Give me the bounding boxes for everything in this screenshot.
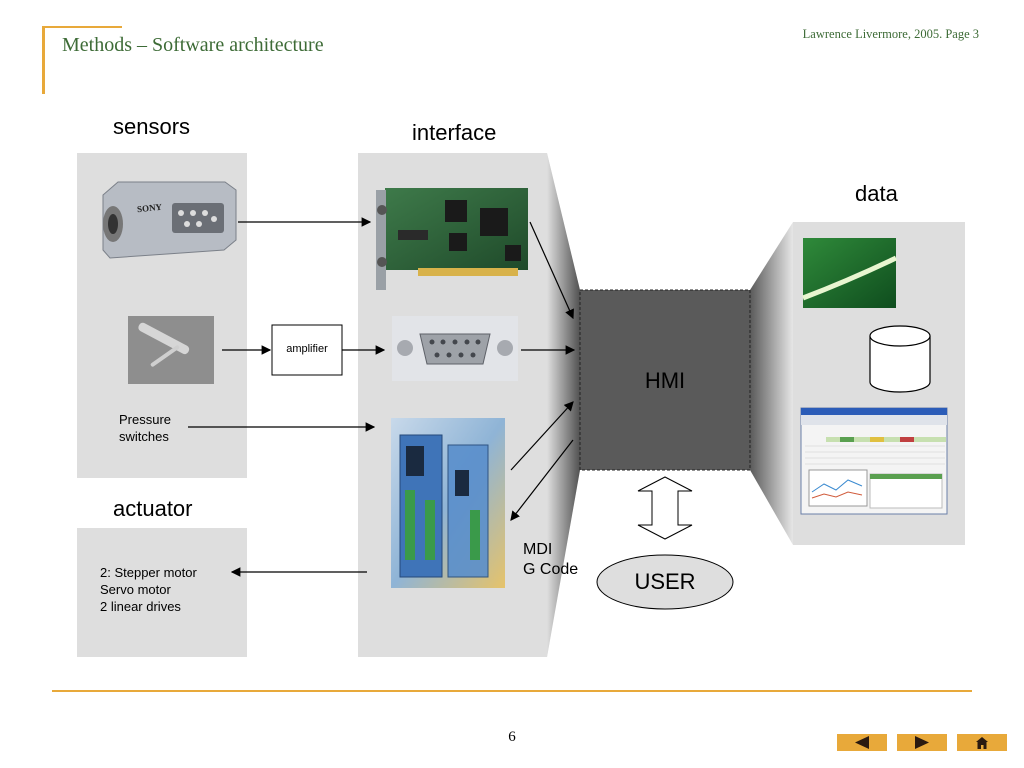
sensors-label: sensors bbox=[113, 114, 191, 139]
footer-rule bbox=[52, 690, 972, 692]
user-label: USER bbox=[634, 569, 696, 594]
camera-image bbox=[102, 181, 237, 259]
user-ellipse bbox=[596, 554, 734, 610]
mdi-gcode-label: MDI G Code bbox=[523, 541, 579, 578]
hmi-user-double-arrow bbox=[637, 476, 693, 540]
interface-label: interface bbox=[412, 120, 497, 145]
pressure-switches-label: Pressure switches bbox=[119, 412, 172, 444]
actuator-items: 2: Stepper motor Servo motor 2 linear dr… bbox=[100, 565, 197, 614]
hmi-shade-left bbox=[547, 153, 580, 657]
card-to-hmi-arrow bbox=[529, 221, 574, 320]
spreadsheet-image bbox=[800, 407, 948, 515]
hmi-box bbox=[579, 289, 751, 471]
amplifier-box bbox=[271, 324, 343, 376]
home-icon bbox=[976, 737, 988, 749]
nav-home-button[interactable] bbox=[957, 734, 1007, 751]
data-label: data bbox=[855, 181, 898, 206]
database-icon bbox=[869, 325, 931, 393]
nav-previous-button[interactable] bbox=[837, 734, 887, 751]
header-vertical-rule bbox=[42, 26, 45, 94]
header-credit: Lawrence Livermore, 2005. Page 3 bbox=[802, 27, 979, 41]
page-number: 6 bbox=[508, 729, 516, 745]
microscope-image bbox=[802, 238, 898, 308]
header-horizontal-rule bbox=[42, 26, 122, 28]
nav-next-button[interactable] bbox=[897, 734, 947, 751]
actuator-label: actuator bbox=[113, 496, 193, 521]
amplifier-label: amplifier bbox=[286, 343, 328, 355]
serial-connector-image bbox=[392, 316, 518, 381]
hmi-shade-right bbox=[750, 222, 793, 545]
motor-drives-image bbox=[391, 418, 505, 588]
pressure-sensor-image bbox=[128, 316, 214, 384]
arrow-left-icon bbox=[855, 736, 869, 749]
arrow-right-icon bbox=[915, 736, 929, 749]
drives-to-hmi-arrow bbox=[510, 401, 574, 471]
hmi-to-drives-arrow bbox=[510, 439, 574, 521]
actuator-panel bbox=[77, 528, 247, 657]
interface-card-image bbox=[376, 188, 528, 290]
page-title: Methods – Software architecture bbox=[62, 34, 324, 56]
hmi-label: HMI bbox=[644, 368, 686, 393]
